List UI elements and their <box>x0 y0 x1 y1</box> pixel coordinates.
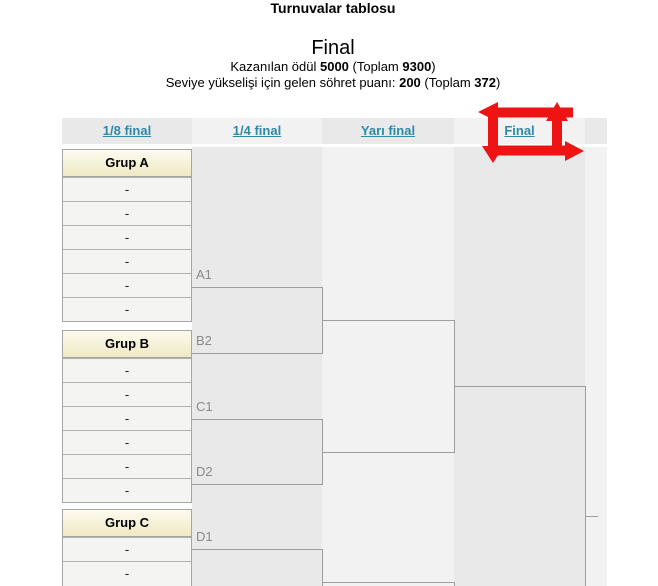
group-slot: - <box>63 537 191 561</box>
round-link-1-8-final[interactable]: 1/8 final <box>102 123 152 138</box>
column-fill-quarter <box>192 147 322 586</box>
column-fill-final <box>454 147 585 586</box>
bracket-line-d2 <box>192 484 322 485</box>
match-label-b2: B2 <box>196 333 212 348</box>
column-fill-winner <box>585 147 607 586</box>
round-link-final[interactable]: Final <box>504 123 535 138</box>
group-table-a: Grup A - - - - - - <box>62 149 192 322</box>
reward-line: Kazanılan ödül 5000 (Toplam 9300) <box>0 59 658 75</box>
group-table-b: Grup B - - - - - - <box>62 330 192 503</box>
bracket-line-d1 <box>192 549 322 550</box>
round-link-cell: Yarı final <box>322 118 454 144</box>
arrow-up-icon <box>546 102 568 152</box>
group-slot: - <box>63 273 191 297</box>
group-slot: - <box>63 297 191 321</box>
page-title: Turnuvalar tablosu <box>270 0 396 16</box>
round-header-cell <box>322 118 454 144</box>
round-link-semi-final[interactable]: Yarı final <box>360 123 416 138</box>
fame-line: Seviye yükselişi için gelen söhret puanı… <box>0 75 658 91</box>
round-header-cell <box>585 118 607 144</box>
round-link-cell: Final <box>454 118 585 144</box>
bracket-line-c1 <box>192 419 322 420</box>
group-header: Grup C <box>63 510 191 537</box>
bracket-line-sf1-top <box>322 320 454 321</box>
match-label-a1: A1 <box>196 267 212 282</box>
bracket-line-final-top <box>454 386 585 387</box>
bracket-line-sf2-vertical <box>454 582 455 586</box>
red-cycle-arrows-annotation <box>478 102 584 163</box>
round-header-cell <box>454 118 585 144</box>
arrow-right-icon <box>498 141 584 161</box>
column-fill-semi <box>322 147 454 586</box>
fame-label: Seviye yükselişi için gelen söhret puanı… <box>165 75 400 90</box>
reward-total-prefix: (Toplam <box>348 59 403 74</box>
match-label-d2: D2 <box>196 464 213 479</box>
group-slot: - <box>63 561 191 585</box>
bracket-line-final-vertical <box>585 386 586 586</box>
group-slot: - <box>63 454 191 478</box>
group-header: Grup A <box>63 150 191 177</box>
round-link-1-4-final[interactable]: 1/4 final <box>232 123 282 138</box>
reward-label: Kazanılan ödül <box>230 59 320 74</box>
match-label-c1: C1 <box>196 399 213 414</box>
bracket-line-sf2-top <box>322 582 454 583</box>
group-slot: - <box>63 358 191 382</box>
group-slot: - <box>63 406 191 430</box>
round-header-cell <box>62 118 192 144</box>
group-slot: - <box>63 177 191 201</box>
bracket-line-a1 <box>192 287 322 288</box>
fame-total: 372 <box>474 75 496 90</box>
stage-title: Final <box>311 37 355 59</box>
match-label-d1: D1 <box>196 529 213 544</box>
group-slot: - <box>63 382 191 406</box>
bracket-line-sf1-bottom <box>322 452 454 453</box>
bracket-line-winner-stub <box>585 516 598 517</box>
group-slot: - <box>63 478 191 502</box>
group-slot: - <box>63 249 191 273</box>
group-header: Grup B <box>63 331 191 358</box>
group-slot: - <box>63 225 191 249</box>
reward-total: 9300 <box>402 59 432 74</box>
reward-total-suffix: ) <box>431 59 436 74</box>
round-link-cell: 1/4 final <box>192 118 322 144</box>
group-table-c: Grup C - - <box>62 509 192 586</box>
fame-total-suffix: ) <box>495 75 501 90</box>
reward-amount: 5000 <box>319 59 349 74</box>
bracket-line-qf3-vertical <box>322 549 323 586</box>
group-slot: - <box>63 430 191 454</box>
arrow-down-icon <box>482 117 504 163</box>
bracket-line-b2 <box>192 353 322 354</box>
fame-amount: 200 <box>399 75 421 90</box>
group-slot: - <box>63 201 191 225</box>
round-header-cell <box>192 118 322 144</box>
round-link-cell: 1/8 final <box>62 118 192 144</box>
fame-total-prefix: (Toplam <box>420 75 475 90</box>
